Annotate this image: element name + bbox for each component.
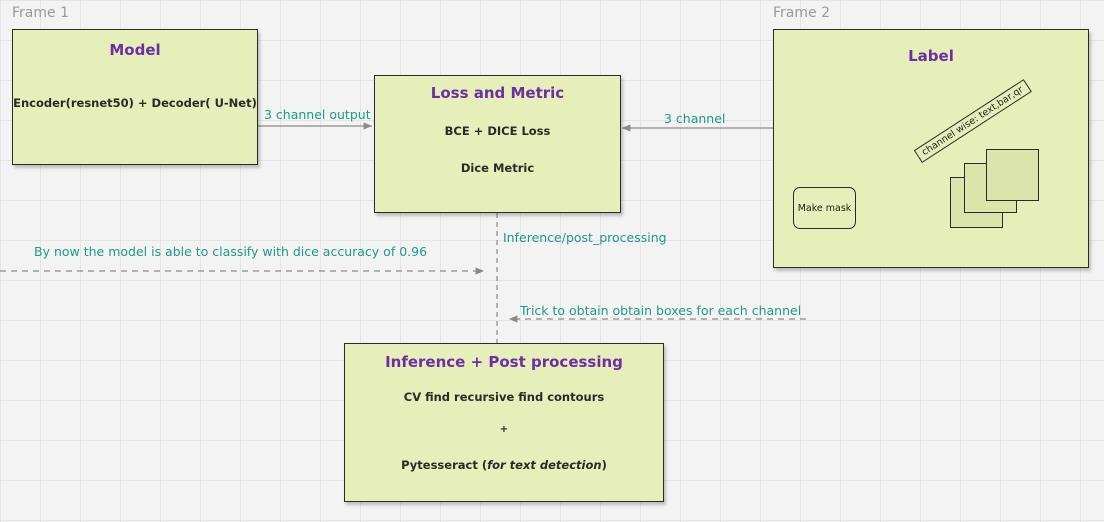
loss-metric-box[interactable]: Loss and Metric BCE + DICE Loss Dice Met… <box>374 75 621 213</box>
frame-2-label: Frame 2 <box>773 5 830 21</box>
model-description: Encoder(resnet50) + Decoder( U-Net) <box>13 96 257 110</box>
label-trick: Trick to obtain obtain boxes for each ch… <box>520 303 802 318</box>
plus-text: + <box>499 424 509 435</box>
pytesseract-prefix: Pytesseract ( <box>401 458 488 472</box>
label-model-to-loss: 3 channel output <box>264 107 371 122</box>
loss-function-text: BCE + DICE Loss <box>444 124 551 138</box>
make-mask-box[interactable]: Make mask <box>793 187 856 229</box>
label-title: Label <box>908 47 954 65</box>
metric-text: Dice Metric <box>460 161 535 175</box>
inference-title: Inference + Post processing <box>385 353 623 371</box>
pytesseract-text: Pytesseract (for text detection) <box>345 458 663 472</box>
frame-1-label: Frame 1 <box>12 5 69 21</box>
label-dice-accuracy: By now the model is able to classify wit… <box>34 244 428 259</box>
model-title: Model <box>109 41 161 59</box>
pytesseract-italic: for text detection <box>487 458 602 472</box>
contours-text: CV find recursive find contours <box>403 390 605 404</box>
loss-metric-title: Loss and Metric <box>430 84 565 102</box>
label-loss-to-inference: Inference/post_processing <box>503 230 667 245</box>
model-box[interactable]: Model Encoder(resnet50) + Decoder( U-Net… <box>12 29 258 165</box>
pytesseract-suffix: ) <box>601 458 607 472</box>
mask-square-front <box>986 149 1039 201</box>
label-label-to-loss: 3 channel <box>664 111 726 126</box>
inference-box[interactable]: Inference + Post processing CV find recu… <box>344 343 664 502</box>
